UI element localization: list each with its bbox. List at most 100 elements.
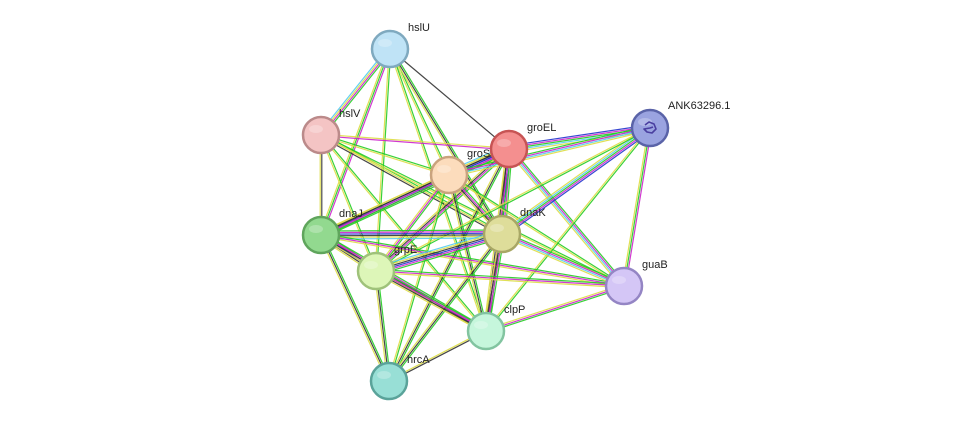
edge-ANK63296.1-guaB[interactable] (621, 127, 653, 287)
edge-line (321, 235, 503, 238)
edge-line (320, 234, 625, 287)
edge-line (510, 147, 627, 285)
edge-hslU-groS[interactable] (388, 48, 451, 176)
edge-line (320, 229, 502, 232)
edge-line (389, 149, 511, 383)
node-label: groEL (527, 122, 556, 134)
edge-groEL-guaB[interactable] (506, 147, 627, 288)
edge-hslV-groEL[interactable] (320, 133, 510, 151)
node-label: hrcA (407, 354, 430, 366)
edge-groS-clpP[interactable] (446, 174, 489, 332)
node-hslV[interactable]: hslV (301, 108, 361, 155)
node-label: hslU (408, 22, 430, 34)
edge-hslV-grpE[interactable] (319, 134, 378, 272)
node-highlight (377, 371, 391, 379)
edge-dnaJ-guaB[interactable] (320, 232, 625, 289)
node-circle[interactable] (429, 155, 469, 195)
edge-groS-ANK63296.1[interactable] (448, 125, 651, 178)
node-circle[interactable] (466, 311, 506, 351)
edge-line (502, 231, 626, 285)
edge-line (322, 151, 511, 239)
edge-line (501, 127, 651, 235)
edge-hslU-dnaK[interactable] (388, 47, 504, 236)
edge-line (320, 48, 391, 236)
edge-groEL-hrcA[interactable] (387, 147, 511, 383)
edge-line (320, 173, 449, 235)
node-guaB[interactable]: guaB (604, 259, 668, 306)
node-highlight (309, 125, 323, 133)
node-circle[interactable] (489, 129, 529, 169)
edge-line (387, 232, 502, 381)
node-grpE[interactable]: grpE (356, 244, 417, 291)
edge-line (377, 150, 512, 274)
node-groEL[interactable]: groEL (489, 122, 556, 169)
edge-line (387, 174, 449, 381)
edge-line (484, 127, 650, 331)
edge-hslV-groS[interactable] (320, 133, 450, 177)
edge-line (375, 231, 502, 270)
node-circle[interactable] (301, 115, 341, 155)
edge-line (509, 148, 626, 286)
edge-hslU-dnaJ[interactable] (318, 48, 393, 236)
node-highlight (612, 276, 626, 284)
edge-line (486, 286, 625, 334)
edge-hslU-groEL[interactable] (389, 48, 510, 150)
edge-line (376, 234, 503, 273)
edge-line (321, 232, 488, 330)
edge-line (507, 149, 624, 287)
node-circle[interactable] (370, 29, 410, 69)
node-dnaJ[interactable]: dnaJ (301, 208, 363, 255)
node-hslU[interactable]: hslU (370, 22, 430, 69)
edge-dnaJ-hrcA[interactable] (319, 234, 391, 382)
edge-line (375, 270, 625, 287)
edge-line (321, 133, 625, 286)
edge-ANK63296.1-dnaK[interactable] (499, 124, 653, 238)
edge-line (376, 268, 625, 286)
edge-groS-dnaJ[interactable] (319, 172, 451, 238)
node-layer: hslU hslV groEL groS ANK63296.1 dnaJ dnaK grpE g… (301, 22, 730, 401)
node-hrcA[interactable]: hrcA (369, 354, 430, 401)
edge-line (375, 174, 450, 272)
edge-ANK63296.1-clpP[interactable] (484, 127, 652, 332)
edge-groS-guaB[interactable] (448, 173, 625, 288)
edge-line (376, 269, 487, 331)
edge-line (321, 175, 450, 237)
edge-line (486, 128, 652, 332)
edge-ANK63296.1-grpE[interactable] (375, 126, 651, 273)
edge-line (500, 235, 624, 289)
node-circle[interactable] (482, 214, 522, 254)
edge-guaB-clpP[interactable] (485, 283, 625, 334)
edge-line (508, 124, 650, 147)
edge-line (375, 126, 650, 271)
node-highlight (497, 139, 511, 147)
edge-line (376, 237, 504, 276)
edge-dnaK-grpE[interactable] (374, 229, 504, 276)
edge-line (502, 128, 652, 236)
node-label: grpE (394, 244, 417, 256)
edge-line (623, 127, 651, 287)
edge-dnaK-guaB[interactable] (500, 231, 626, 289)
edge-line (320, 135, 509, 151)
node-circle[interactable] (369, 361, 409, 401)
edge-line (502, 232, 625, 286)
node-circle[interactable] (604, 266, 644, 306)
node-label: clpP (504, 304, 525, 316)
edge-grpE-guaB[interactable] (375, 268, 625, 289)
node-ANK63296-1[interactable]: ANK63296.1 (630, 100, 730, 148)
edge-grpE-clpP[interactable] (374, 268, 488, 334)
edge-line (320, 231, 502, 234)
edge-groS-grpE[interactable] (374, 173, 451, 273)
edge-dnaJ-dnaK[interactable] (320, 229, 503, 240)
node-groS[interactable]: groS (429, 148, 490, 195)
edge-line (320, 135, 449, 177)
edge-line (449, 174, 489, 331)
node-clpP[interactable]: clpP (466, 304, 525, 351)
edge-line (390, 47, 504, 234)
node-circle[interactable] (356, 251, 396, 291)
node-dnaK[interactable]: dnaK (482, 207, 546, 254)
edge-groS-hrcA[interactable] (387, 174, 451, 382)
edge-line (448, 174, 487, 332)
node-circle[interactable] (301, 215, 341, 255)
edge-line (320, 234, 390, 382)
edge-line (375, 271, 624, 289)
